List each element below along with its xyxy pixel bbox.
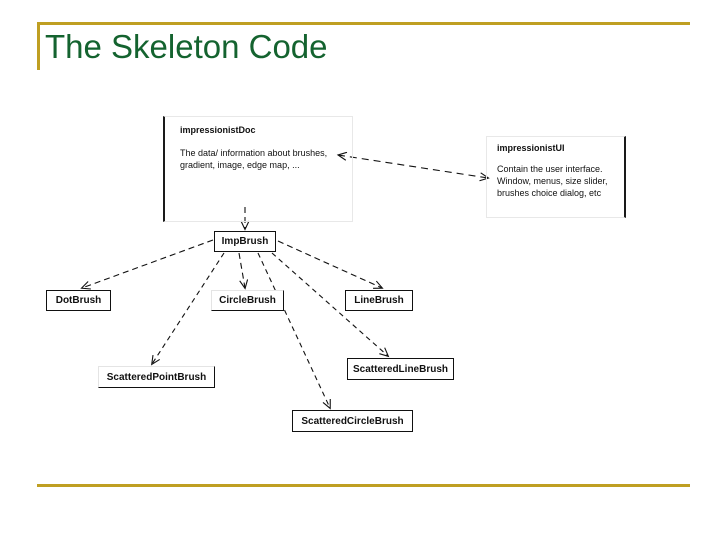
class-box-scatteredpointbrush: ScatteredPointBrush xyxy=(98,366,215,388)
connector-ui-doc xyxy=(336,151,490,182)
connector-impbrush-scatteredpointbrush xyxy=(151,252,225,366)
note-line-ui-3: brushes choice dialog, etc xyxy=(497,188,602,198)
note-title-impressionist-ui: impressionistUI xyxy=(497,143,565,153)
note-line-ui-2: Window, menus, size slider, xyxy=(497,176,608,186)
class-box-dotbrush: DotBrush xyxy=(46,290,111,311)
title-left-rule xyxy=(37,22,40,70)
title-top-rule xyxy=(37,22,690,25)
note-line-ui-1: Contain the user interface. xyxy=(497,164,603,174)
connector-impbrush-circlebrush xyxy=(238,252,249,290)
footer-rule xyxy=(37,484,690,487)
class-box-circlebrush: CircleBrush xyxy=(211,290,284,311)
class-box-linebrush: LineBrush xyxy=(345,290,413,311)
connector-impbrush-linebrush xyxy=(277,240,384,289)
note-impressionist-doc: impressionistDoc The data/ information a… xyxy=(163,116,353,222)
connector-impbrush-scatteredlinebrush xyxy=(271,252,390,358)
note-title-impressionist-doc: impressionistDoc xyxy=(180,125,256,135)
connector-impbrush-dotbrush xyxy=(80,239,214,290)
note-line-doc-1: The data/ information about brushes, xyxy=(180,148,328,158)
class-box-scatteredlinebrush: ScatteredLineBrush xyxy=(347,358,454,380)
class-box-scatteredcirclebrush: ScatteredCircleBrush xyxy=(292,410,413,432)
note-line-doc-2: gradient, image, edge map, ... xyxy=(180,160,300,170)
note-impressionist-ui: impressionistUI Contain the user interfa… xyxy=(486,136,626,218)
page-title: The Skeleton Code xyxy=(45,28,328,65)
class-box-impbrush: ImpBrush xyxy=(214,231,276,252)
connector-impbrush-scatteredcirclebrush xyxy=(257,252,331,410)
